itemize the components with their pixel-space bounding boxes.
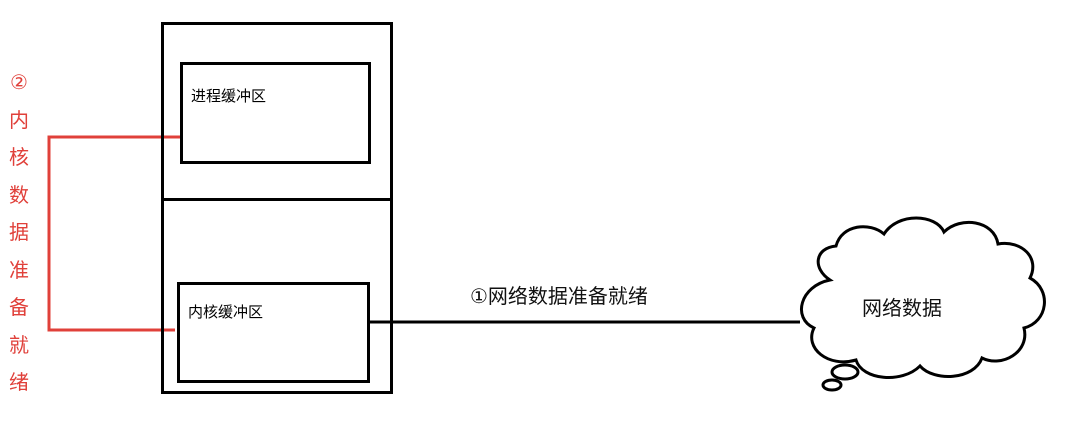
network-data-cloud [799, 216, 1046, 392]
step-kernel-ready-char: 内 [9, 107, 29, 132]
step-kernel-ready-char: ② [10, 70, 28, 94]
network-to-kernel-arrow [346, 310, 800, 334]
user-kernel-divider [161, 198, 393, 201]
step-kernel-ready-char: 绪 [9, 370, 29, 394]
kernel-buffer-label: 内核缓冲区 [188, 303, 264, 321]
step-kernel-ready-label: ② 内核数据准备就绪 [8, 64, 30, 402]
process-buffer-label: 进程缓冲区 [191, 87, 267, 105]
step-network-ready-label: ①网络数据准备就绪 [470, 284, 648, 308]
step-kernel-ready-char: 核 [9, 145, 29, 169]
step-kernel-ready-char: 就 [9, 332, 29, 357]
network-data-label: 网络数据 [862, 296, 942, 320]
step-kernel-ready-char: 据 [9, 220, 29, 244]
kernel-buffer-box: 内核缓冲区 [177, 282, 370, 383]
memory-container [161, 22, 393, 394]
step-kernel-ready-char: 数 [9, 182, 29, 207]
process-buffer-box: 进程缓冲区 [180, 62, 371, 164]
step-kernel-ready-char: 准 [9, 257, 29, 282]
step-kernel-ready-char: 备 [9, 295, 29, 319]
